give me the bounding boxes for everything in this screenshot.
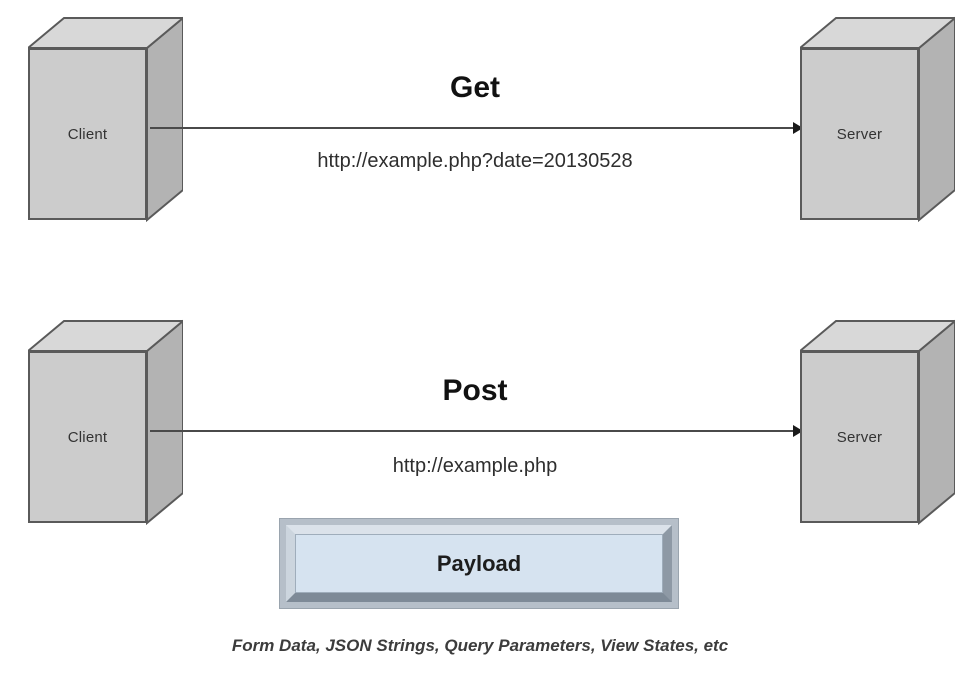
post-url-label: http://example.php <box>392 455 558 477</box>
get-verb-title: Get <box>449 71 500 104</box>
box-3d-faces-get-server <box>800 16 955 222</box>
post-server-node: Server <box>800 318 955 525</box>
post-client-front-face: Client <box>28 351 147 523</box>
post-client-label: Client <box>67 428 108 446</box>
post-verb-title: Post <box>442 374 508 407</box>
get-client-label: Client <box>67 125 108 143</box>
get-arrow-line <box>150 127 802 129</box>
box-3d-faces-post-server <box>800 319 955 525</box>
payload-inner-panel: Payload <box>295 534 663 593</box>
payload-bevel-frame: Payload <box>286 525 672 602</box>
post-client-node: Client <box>28 318 183 525</box>
get-client-node: Client <box>28 15 183 222</box>
get-server-front-face: Server <box>800 48 919 220</box>
payload-label: Payload <box>436 550 522 576</box>
get-client-front-face: Client <box>28 48 147 220</box>
get-url-label: http://example.php?date=20130528 <box>317 150 633 172</box>
get-server-label: Server <box>836 125 883 143</box>
box-3d-faces-post-client <box>28 319 183 525</box>
post-server-front-face: Server <box>800 351 919 523</box>
payload-box: Payload <box>279 518 679 609</box>
payload-caption: Form Data, JSON Strings, Query Parameter… <box>231 636 729 655</box>
get-server-node: Server <box>800 15 955 222</box>
post-arrow-head-icon <box>793 425 803 437</box>
get-arrow-head-icon <box>793 122 803 134</box>
post-server-label: Server <box>836 428 883 446</box>
post-arrow-line <box>150 430 802 432</box>
